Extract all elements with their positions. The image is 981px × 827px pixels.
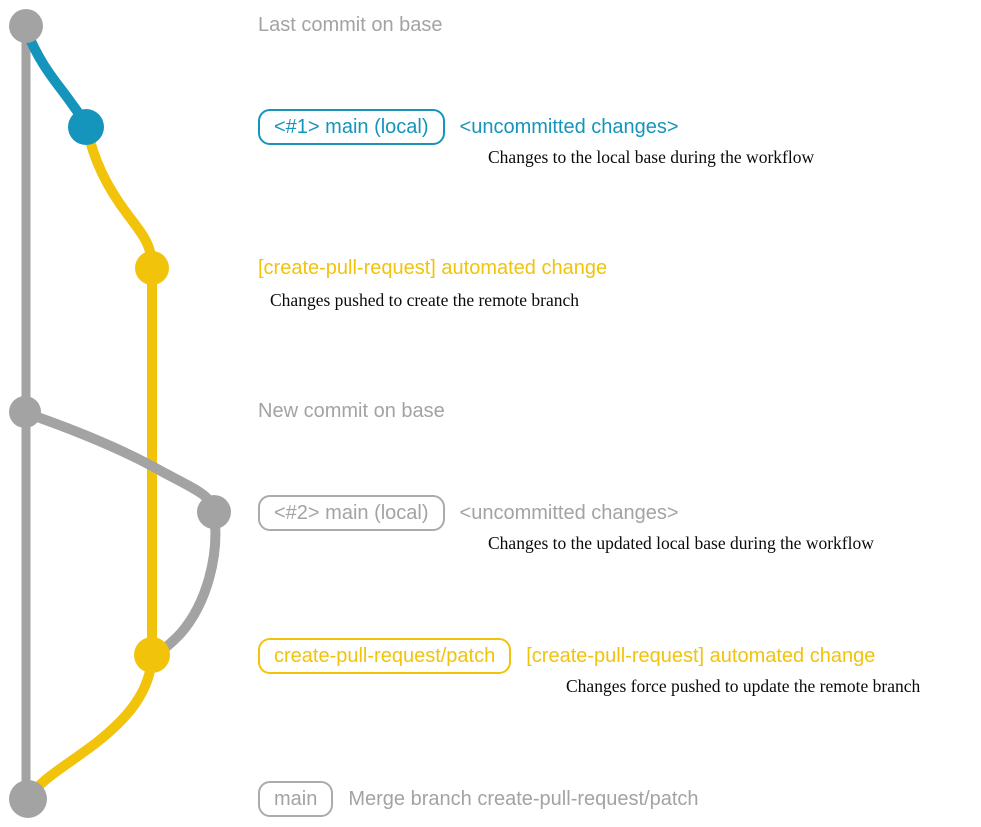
commit-dot-last-base (9, 9, 43, 43)
row-branch2: <#2> main (local) <uncommitted changes> (258, 495, 679, 531)
main-tag: main (258, 781, 334, 817)
commit1-description: Changes pushed to create the remote bran… (270, 290, 580, 310)
new-commit-label: New commit on base (258, 400, 445, 422)
branch2-tag: <#2> main (local) (258, 495, 445, 531)
patch-branch-tag: create-pull-request/patch (258, 638, 512, 674)
commit-dot-local-main-2 (197, 495, 231, 529)
commit-dot-local-main-1 (68, 109, 104, 145)
updated-base-branch-curve (21, 408, 219, 518)
branch2-status-label: <uncommitted changes> (459, 502, 679, 524)
commit-dot-new-base (9, 396, 41, 428)
branch1-status-label: <uncommitted changes> (459, 116, 679, 138)
commit2-title-label: [create-pull-request] automated change (526, 645, 876, 667)
patch-branch-start-curve (82, 124, 157, 273)
branch1-description: Changes to the local base during the wor… (488, 147, 815, 167)
row-branch1: <#1> main (local) <uncommitted changes> (258, 109, 679, 145)
commit1-title-label: [create-pull-request] automated change (258, 257, 608, 279)
row-new-commit: New commit on base (258, 399, 445, 423)
row-patch-branch: create-pull-request/patch [create-pull-r… (258, 638, 875, 674)
commit-dot-automated-2 (134, 637, 170, 673)
commit2-description: Changes force pushed to update the remot… (566, 676, 921, 696)
last-commit-label: Last commit on base (258, 14, 443, 36)
rebase-branch-curve (149, 508, 221, 662)
row-merge: main Merge branch create-pull-request/pa… (258, 781, 699, 817)
commit-dot-automated-1 (135, 251, 169, 285)
branch2-description: Changes to the updated local base during… (488, 533, 874, 553)
patch-branch-merge-curve (24, 652, 157, 803)
row-last-commit: Last commit on base (258, 13, 443, 37)
row-commit1: [create-pull-request] automated change (258, 256, 607, 280)
branch1-tag: <#1> main (local) (258, 109, 445, 145)
merge-message-label: Merge branch create-pull-request/patch (348, 788, 699, 810)
commit-dot-merge (9, 780, 47, 818)
